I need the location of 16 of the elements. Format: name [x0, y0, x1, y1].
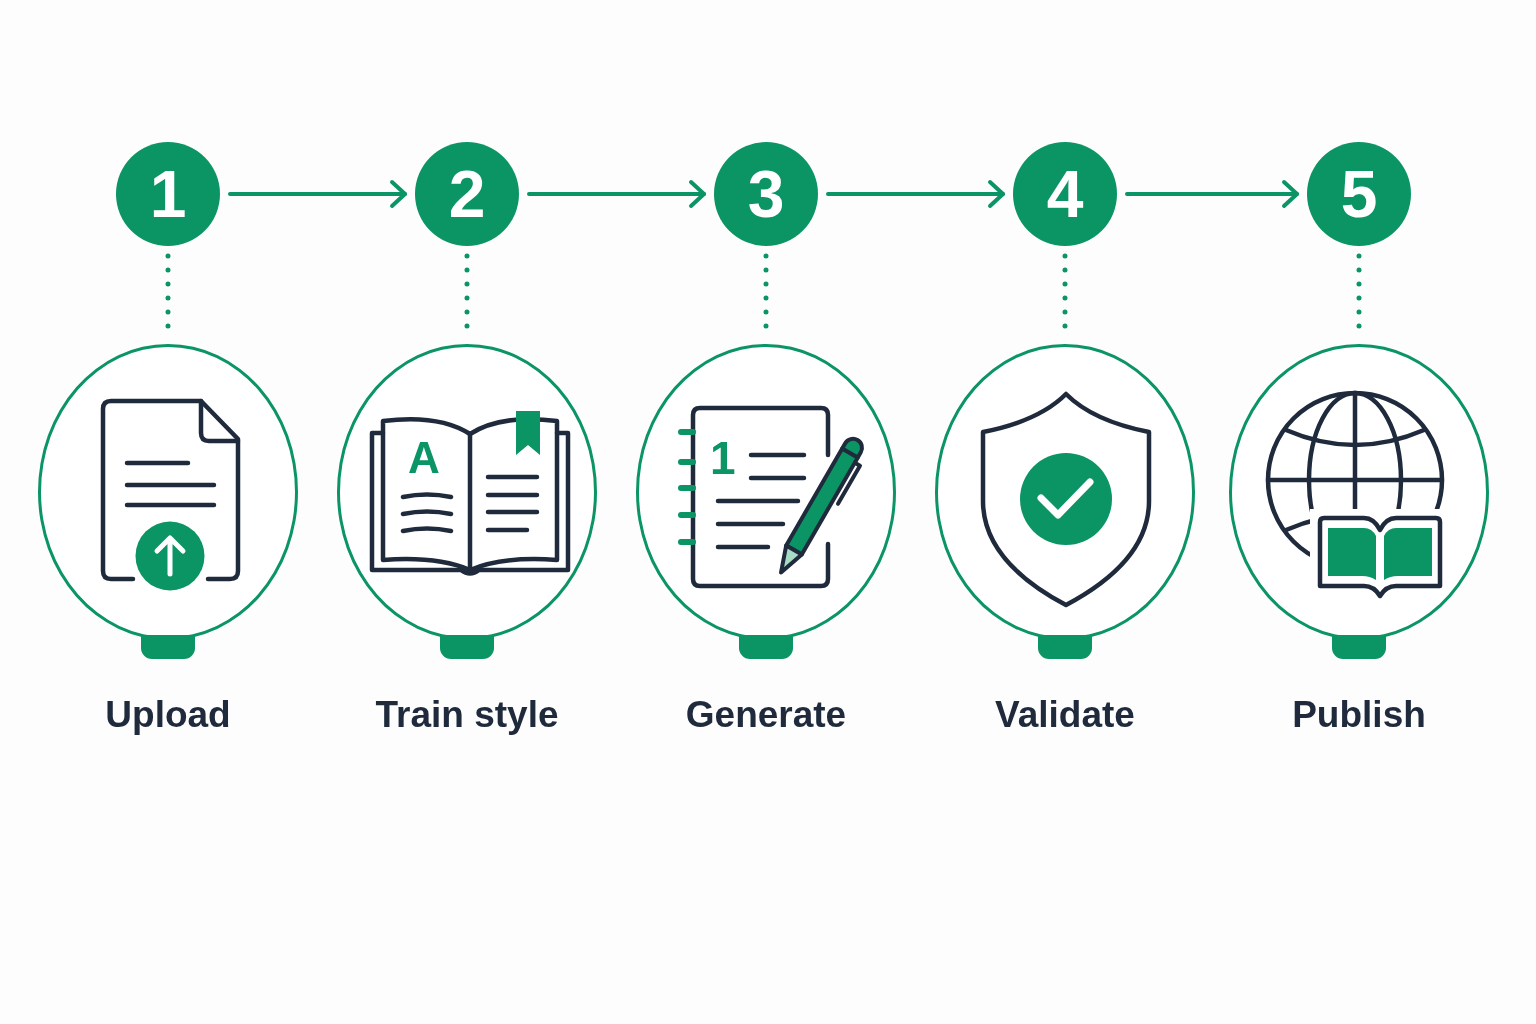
step-label: Validate: [995, 693, 1135, 737]
arrow: [527, 180, 706, 208]
page-letter: A: [408, 436, 440, 480]
step-number-circle: 1: [116, 142, 220, 246]
arrow: [228, 180, 407, 208]
step-number-circle: 4: [1013, 142, 1117, 246]
step-label: Publish: [1292, 693, 1426, 737]
list-number: 1: [710, 435, 736, 481]
step-number-circle: 5: [1307, 142, 1411, 246]
step-label: Train style: [375, 693, 559, 737]
step-label: Upload: [105, 693, 231, 737]
step-number-circle: 2: [415, 142, 519, 246]
arrow: [826, 180, 1005, 208]
step-number-circle: 3: [714, 142, 818, 246]
step-label: Generate: [685, 693, 847, 737]
arrow: [1125, 180, 1299, 208]
